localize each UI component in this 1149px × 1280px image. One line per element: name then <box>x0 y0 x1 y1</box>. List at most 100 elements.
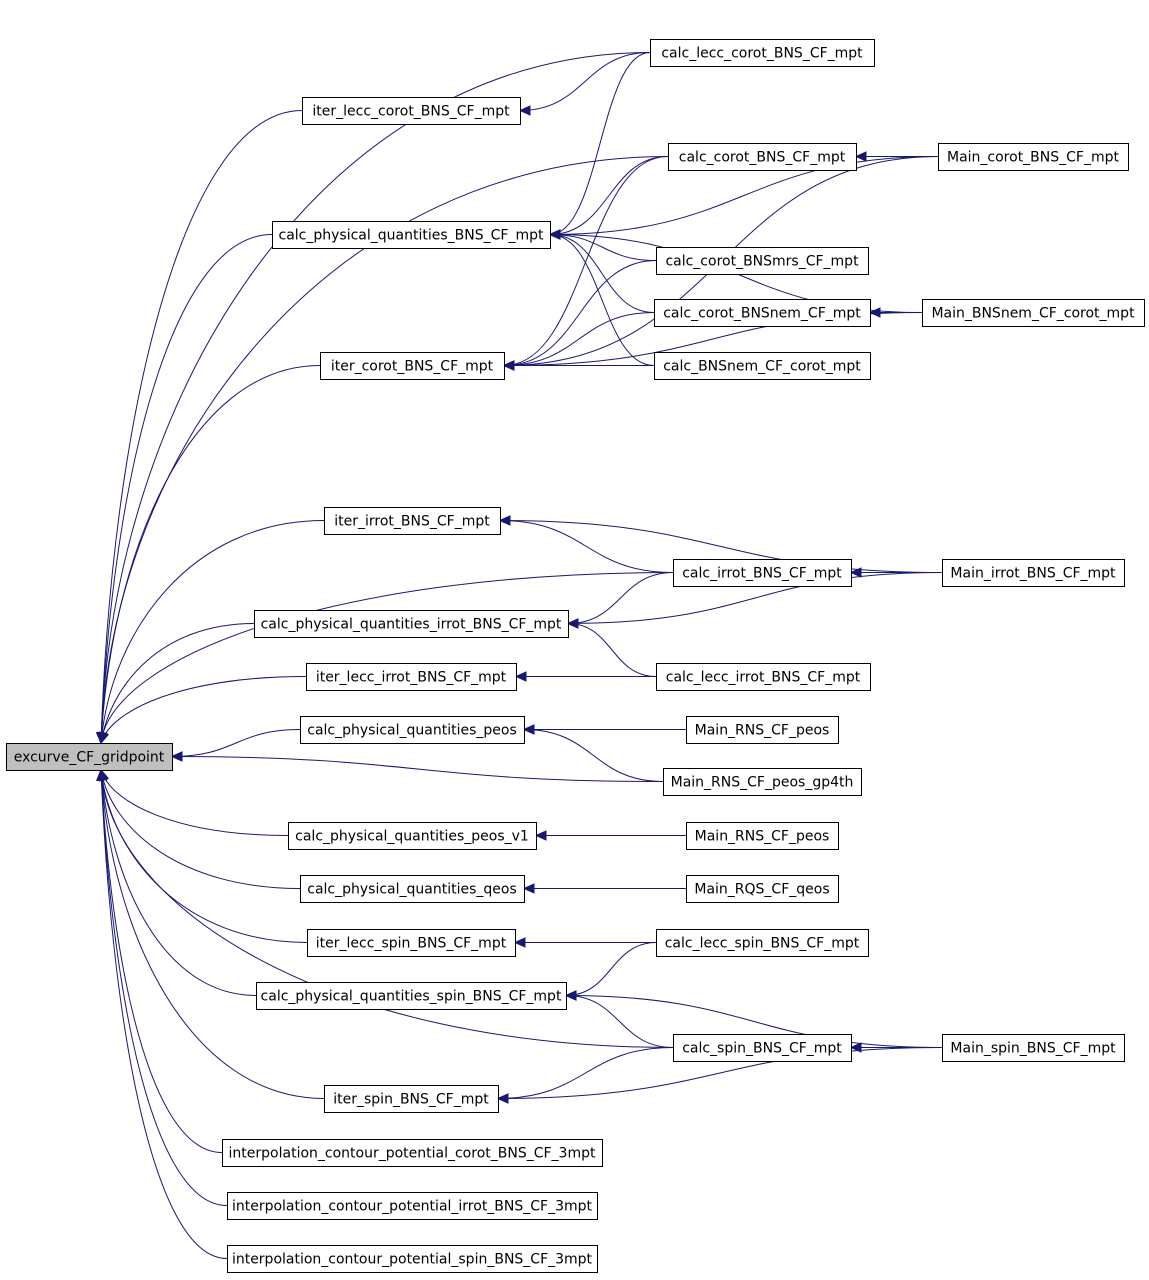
edge-iter-irrot-bns-cf-mpt-to-excurve-cf-gridpoint <box>100 520 325 744</box>
edge-iter-spin-bns-cf-mpt-to-excurve-cf-gridpoint <box>100 769 325 1099</box>
node-iter-lecc-corot-bns-cf-mpt[interactable]: iter_lecc_corot_BNS_CF_mpt <box>302 97 521 125</box>
edge-calc-lecc-irrot-bns-cf-mpt-to-calc-physical-quantities-irrot-bns-cf-mpt <box>567 623 657 677</box>
node-label: interpolation_contour_potential_spin_BNS… <box>232 1252 593 1268</box>
node-box <box>686 875 839 903</box>
node-iter-corot-bns-cf-mpt[interactable]: iter_corot_BNS_CF_mpt <box>320 352 505 380</box>
node-calc-physical-quantities-irrot-bns-cf-mpt[interactable]: calc_physical_quantities_irrot_BNS_CF_mp… <box>254 610 569 638</box>
node-box <box>6 743 173 771</box>
node-box <box>306 663 517 691</box>
node-label: calc_corot_BNSmrs_CF_mpt <box>665 254 859 270</box>
edge-calc-bnsnem-cf-corot-mpt-to-calc-physical-quantities-bns-cf-mpt <box>549 234 655 366</box>
node-box <box>256 982 567 1010</box>
edge-calc-lecc-corot-bns-cf-mpt-to-iter-lecc-corot-bns-cf-mpt <box>519 52 651 111</box>
root-node-excurve-cf-gridpoint[interactable]: excurve_CF_gridpoint <box>6 743 173 771</box>
edges-layer <box>96 52 943 1259</box>
node-iter-irrot-bns-cf-mpt[interactable]: iter_irrot_BNS_CF_mpt <box>324 507 501 535</box>
node-label: calc_lecc_spin_BNS_CF_mpt <box>665 936 860 952</box>
node-box <box>288 822 537 850</box>
edge-calc-lecc-spin-bns-cf-mpt-to-calc-physical-quantities-spin-bns-cf-mpt <box>565 942 657 996</box>
node-label: calc_physical_quantities_qeos <box>307 882 517 898</box>
edge-main-corot-bns-cf-mpt-to-calc-physical-quantities-bns-cf-mpt <box>549 156 939 235</box>
node-box <box>922 299 1145 327</box>
node-label: iter_corot_BNS_CF_mpt <box>331 359 494 375</box>
node-calc-lecc-irrot-bns-cf-mpt[interactable]: calc_lecc_irrot_BNS_CF_mpt <box>656 663 871 691</box>
node-interpolation-contour-potential-spin-bns-cf-3mpt[interactable]: interpolation_contour_potential_spin_BNS… <box>227 1245 598 1273</box>
edge-calc-spin-bns-cf-mpt-to-calc-physical-quantities-spin-bns-cf-mpt <box>565 995 674 1048</box>
node-interpolation-contour-potential-corot-bns-cf-3mpt[interactable]: interpolation_contour_potential_corot_BN… <box>222 1139 603 1167</box>
node-main-bnsnem-cf-corot-mpt[interactable]: Main_BNSnem_CF_corot_mpt <box>922 299 1145 327</box>
node-box <box>656 663 871 691</box>
edge-calc-physical-quantities-peos-to-excurve-cf-gridpoint <box>171 729 301 757</box>
node-calc-physical-quantities-peos-v1[interactable]: calc_physical_quantities_peos_v1 <box>288 822 537 850</box>
node-calc-bnsnem-cf-corot-mpt[interactable]: calc_BNSnem_CF_corot_mpt <box>654 352 871 380</box>
node-box <box>227 1245 598 1273</box>
node-main-irrot-bns-cf-mpt[interactable]: Main_irrot_BNS_CF_mpt <box>942 559 1125 587</box>
edge-interpolation-contour-potential-corot-bns-cf-3mpt-to-excurve-cf-gridpoint <box>100 769 223 1153</box>
node-iter-spin-bns-cf-mpt[interactable]: iter_spin_BNS_CF_mpt <box>324 1085 499 1113</box>
node-box <box>300 716 525 744</box>
node-iter-lecc-spin-bns-cf-mpt[interactable]: iter_lecc_spin_BNS_CF_mpt <box>307 929 516 957</box>
node-label: Main_RNS_CF_peos <box>695 829 830 845</box>
edge-calc-physical-quantities-bns-cf-mpt-to-excurve-cf-gridpoint <box>100 234 273 744</box>
arrowhead <box>513 937 526 948</box>
edge-calc-corot-bnsnem-cf-mpt-to-iter-corot-bns-cf-mpt <box>503 312 655 366</box>
node-label: Main_RNS_CF_peos <box>695 723 830 739</box>
edge-calc-physical-quantities-peos-v1-to-excurve-cf-gridpoint <box>100 769 289 836</box>
node-label: calc_lecc_corot_BNS_CF_mpt <box>661 46 863 62</box>
node-main-corot-bns-cf-mpt[interactable]: Main_corot_BNS_CF_mpt <box>938 143 1129 171</box>
arrowhead <box>522 724 535 735</box>
node-calc-corot-bnsnem-cf-mpt[interactable]: calc_corot_BNSnem_CF_mpt <box>654 299 871 327</box>
node-box <box>324 1085 499 1113</box>
node-calc-lecc-spin-bns-cf-mpt[interactable]: calc_lecc_spin_BNS_CF_mpt <box>656 929 869 957</box>
edge-calc-irrot-bns-cf-mpt-to-iter-irrot-bns-cf-mpt <box>499 520 674 573</box>
arrowhead <box>534 830 547 841</box>
arrowhead <box>496 1093 509 1104</box>
arrowhead <box>498 515 511 526</box>
edge-main-rns-cf-peos-gp4th-to-calc-physical-quantities-peos <box>523 729 664 782</box>
node-main-rqs-cf-qeos[interactable]: Main_RQS_CF_qeos <box>686 875 839 903</box>
node-box <box>324 507 501 535</box>
node-calc-spin-bns-cf-mpt[interactable]: calc_spin_BNS_CF_mpt <box>673 1034 852 1062</box>
node-box <box>942 559 1125 587</box>
node-calc-irrot-bns-cf-mpt[interactable]: calc_irrot_BNS_CF_mpt <box>673 559 852 587</box>
edge-calc-physical-quantities-irrot-bns-cf-mpt-to-excurve-cf-gridpoint <box>100 623 255 744</box>
edge-main-rns-cf-peos-gp4th-to-excurve-cf-gridpoint <box>171 756 664 782</box>
edge-main-irrot-bns-cf-mpt-to-calc-physical-quantities-irrot-bns-cf-mpt <box>567 572 943 624</box>
node-box <box>663 768 862 796</box>
node-label: Main_RQS_CF_qeos <box>694 882 829 898</box>
arrowhead <box>566 618 579 629</box>
node-calc-physical-quantities-bns-cf-mpt[interactable]: calc_physical_quantities_BNS_CF_mpt <box>272 221 551 249</box>
node-main-spin-bns-cf-mpt[interactable]: Main_spin_BNS_CF_mpt <box>942 1034 1125 1062</box>
node-calc-corot-bnsmrs-cf-mpt[interactable]: calc_corot_BNSmrs_CF_mpt <box>656 247 869 275</box>
node-label: calc_BNSnem_CF_corot_mpt <box>663 359 861 375</box>
node-label: calc_physical_quantities_spin_BNS_CF_mpt <box>261 989 562 1005</box>
node-box <box>222 1139 603 1167</box>
node-main-rns-cf-peos-b[interactable]: Main_RNS_CF_peos <box>686 822 839 850</box>
node-box <box>686 716 839 744</box>
node-label: calc_physical_quantities_irrot_BNS_CF_mp… <box>261 617 562 633</box>
node-box <box>656 247 869 275</box>
node-calc-lecc-corot-bns-cf-mpt[interactable]: calc_lecc_corot_BNS_CF_mpt <box>650 39 875 67</box>
node-interpolation-contour-potential-irrot-bns-cf-3mpt[interactable]: interpolation_contour_potential_irrot_BN… <box>227 1192 598 1220</box>
edge-iter-lecc-irrot-bns-cf-mpt-to-excurve-cf-gridpoint <box>100 676 307 744</box>
nodes-layer: excurve_CF_gridpoint calc_lecc_corot_BNS_… <box>6 39 1145 1273</box>
node-label: calc_lecc_irrot_BNS_CF_mpt <box>666 670 861 686</box>
node-label: calc_corot_BNSnem_CF_mpt <box>663 306 861 322</box>
edge-main-irrot-bns-cf-mpt-to-iter-irrot-bns-cf-mpt <box>499 520 943 573</box>
node-calc-corot-bns-cf-mpt[interactable]: calc_corot_BNS_CF_mpt <box>668 143 857 171</box>
arrowhead <box>849 1042 862 1053</box>
node-box <box>307 929 516 957</box>
node-calc-physical-quantities-qeos[interactable]: calc_physical_quantities_qeos <box>300 875 525 903</box>
node-calc-physical-quantities-peos[interactable]: calc_physical_quantities_peos <box>300 716 525 744</box>
node-main-rns-cf-peos-a[interactable]: Main_RNS_CF_peos <box>686 716 839 744</box>
node-main-rns-cf-peos-gp4th[interactable]: Main_RNS_CF_peos_gp4th <box>663 768 862 796</box>
node-box <box>668 143 857 171</box>
node-label: iter_lecc_corot_BNS_CF_mpt <box>312 104 510 120</box>
edge-iter-lecc-spin-bns-cf-mpt-to-excurve-cf-gridpoint <box>100 769 308 943</box>
node-box <box>302 97 521 125</box>
node-calc-physical-quantities-spin-bns-cf-mpt[interactable]: calc_physical_quantities_spin_BNS_CF_mpt <box>256 982 567 1010</box>
edge-calc-corot-bns-cf-mpt-to-iter-corot-bns-cf-mpt <box>503 156 669 366</box>
node-iter-lecc-irrot-bns-cf-mpt[interactable]: iter_lecc_irrot_BNS_CF_mpt <box>306 663 517 691</box>
node-label: iter_lecc_irrot_BNS_CF_mpt <box>316 670 507 686</box>
edge-main-spin-bns-cf-mpt-to-iter-spin-bns-cf-mpt <box>497 1047 943 1099</box>
